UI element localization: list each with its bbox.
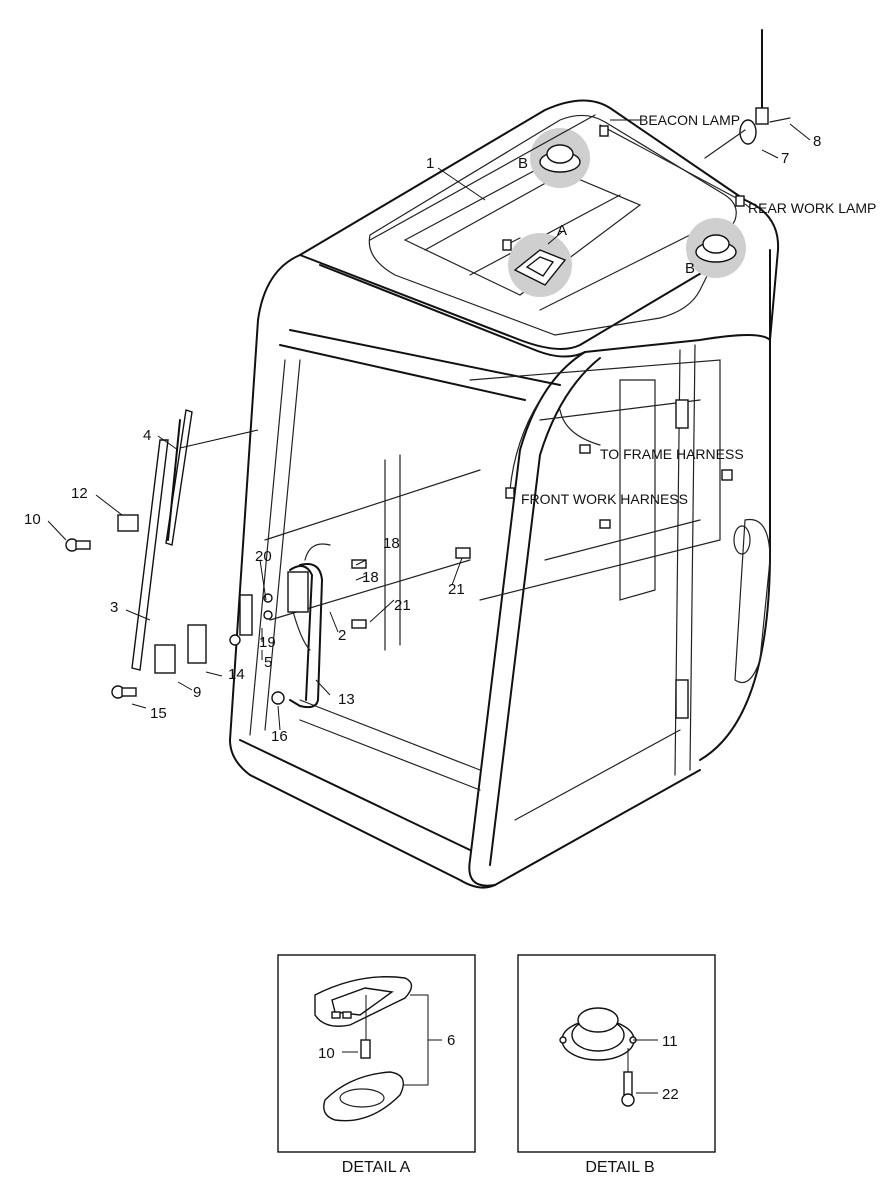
label-13: 13 — [338, 691, 355, 708]
label-1: 1 — [426, 155, 434, 172]
detail-b-label-22: 22 — [662, 1086, 679, 1103]
label-7: 7 — [781, 150, 789, 167]
callout-to-frame-harness: TO FRAME HARNESS — [600, 446, 744, 462]
leader-lines — [47, 119, 811, 731]
rear-lamp-b-right — [686, 218, 746, 278]
label-2: 2 — [338, 627, 346, 644]
detail-b-panel: 11 22 DETAIL B — [517, 954, 716, 1176]
label-10: 10 — [24, 511, 41, 528]
callout-rear-work-lamp: REAR WORK LAMP — [748, 200, 876, 216]
rear-lamp-b-left — [530, 128, 590, 188]
callout-front-work-harness: FRONT WORK HARNESS — [521, 491, 688, 507]
dome-lamp-a — [508, 233, 572, 297]
label-3: 3 — [110, 599, 118, 616]
label-21b: 21 — [394, 597, 411, 614]
ref-b-right: B — [685, 260, 695, 277]
detail-refs: B B A — [518, 155, 695, 277]
label-9: 9 — [193, 684, 201, 701]
detail-a-caption: DETAIL A — [342, 1159, 411, 1176]
part-labels: 1 2 3 4 5 7 8 9 10 12 13 14 15 16 18 18 … — [24, 133, 821, 745]
label-21a: 21 — [448, 581, 465, 598]
callout-beacon-lamp: BEACON LAMP — [639, 112, 740, 128]
label-4: 4 — [143, 427, 151, 444]
detail-a-panel: 10 6 DETAIL A — [277, 954, 476, 1176]
ref-a: A — [557, 222, 567, 239]
wiper-assembly — [65, 409, 253, 699]
detail-a-label-6: 6 — [447, 1032, 455, 1049]
antenna-assembly — [704, 29, 791, 159]
label-18a: 18 — [383, 535, 400, 552]
label-5: 5 — [264, 654, 272, 671]
label-8: 8 — [813, 133, 821, 150]
label-20: 20 — [255, 548, 272, 565]
ref-b-left: B — [518, 155, 528, 172]
detail-a-label-10: 10 — [318, 1045, 335, 1062]
label-18b: 18 — [362, 569, 379, 586]
detail-b-caption: DETAIL B — [585, 1159, 654, 1176]
cab-frame — [229, 99, 780, 889]
label-19: 19 — [259, 634, 276, 651]
roof-harness — [369, 114, 745, 499]
label-12: 12 — [71, 485, 88, 502]
detail-b-label-11: 11 — [662, 1033, 678, 1050]
callout-texts: BEACON LAMP REAR WORK LAMP TO FRAME HARN… — [521, 112, 876, 507]
label-15: 15 — [150, 705, 167, 722]
label-14: 14 — [228, 666, 245, 683]
label-16: 16 — [271, 728, 288, 745]
